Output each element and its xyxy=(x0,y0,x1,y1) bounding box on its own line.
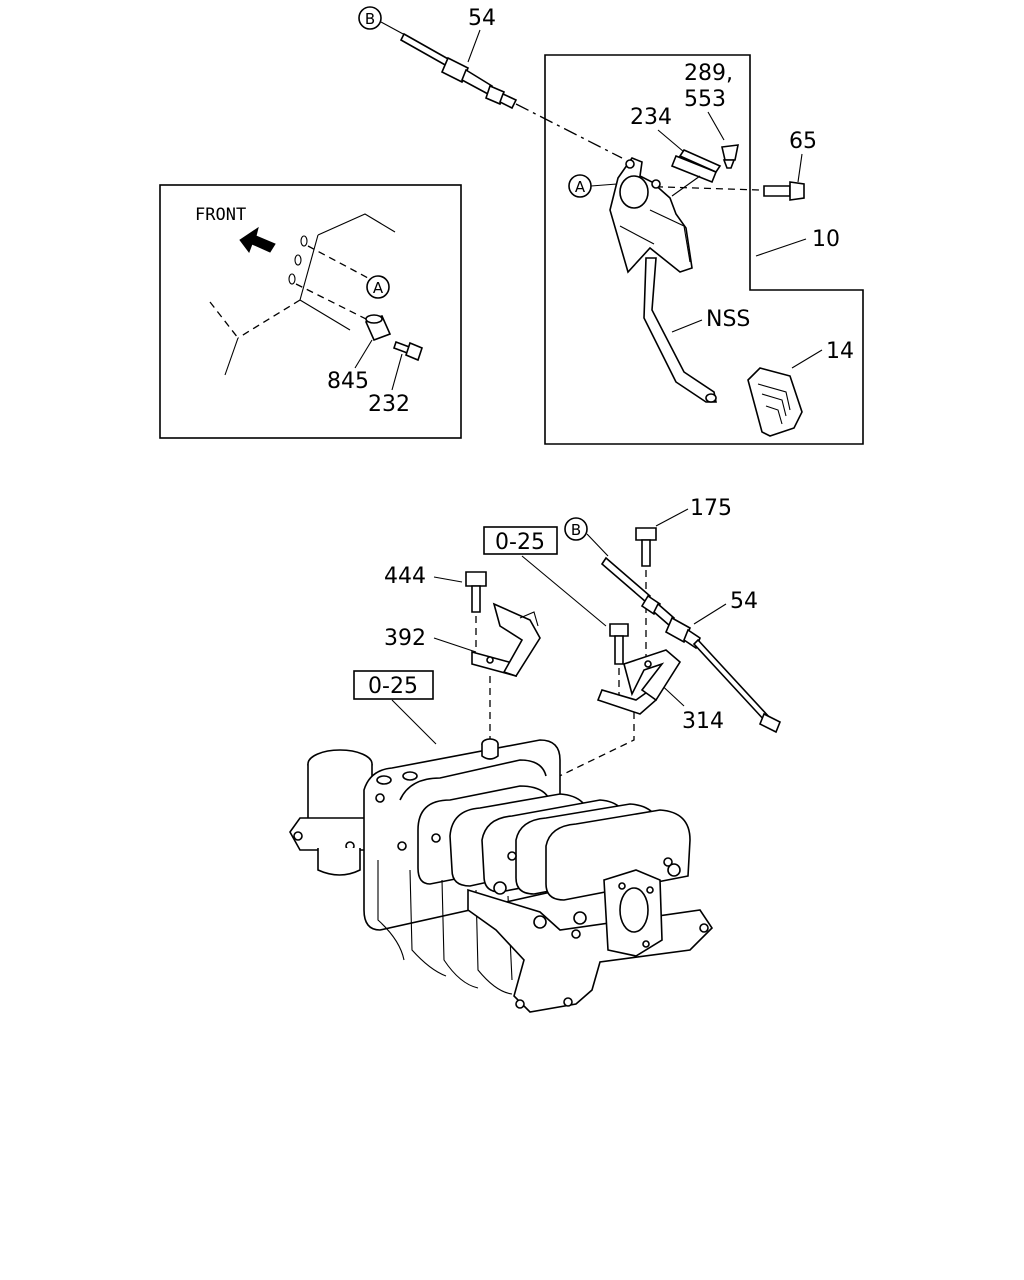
callout-444: 444 xyxy=(384,564,426,589)
bolt-65 xyxy=(763,185,791,197)
pedal-pad-14 xyxy=(747,367,803,437)
callout-025-upper-box xyxy=(483,526,558,555)
intake-manifold xyxy=(289,738,714,1013)
pedal-ref-a-label: A xyxy=(575,178,586,196)
ref-b-label: B xyxy=(365,10,375,28)
front-label: FRONT xyxy=(195,205,246,225)
callout-175: 175 xyxy=(690,496,732,521)
pedal-assembly-box: A 289, 553 234 65 10 NSS 14 xyxy=(544,54,864,445)
inset-ref-a-label: A xyxy=(373,279,384,297)
pedal-box-frame xyxy=(544,54,864,445)
callout-14: 14 xyxy=(826,339,854,364)
callout-025-lower-box xyxy=(353,670,434,700)
callout-65: 65 xyxy=(789,129,817,154)
callout-025-upper: 0-25 xyxy=(495,530,545,555)
inset-front-detail: FRONT A 845 232 xyxy=(159,184,462,439)
inset-ref-a-circle xyxy=(366,275,390,299)
bolt-175 xyxy=(635,527,657,541)
callout-289: 289, xyxy=(684,61,733,86)
callout-845: 845 xyxy=(327,369,369,394)
clip-289-553 xyxy=(721,144,740,161)
pedal-bracket xyxy=(609,157,693,274)
top-cable-assembly: B 54 xyxy=(358,6,623,159)
inset-frame xyxy=(159,184,462,439)
ref-b-circle xyxy=(358,6,382,30)
manifold-ref-b-circle xyxy=(564,517,588,541)
callout-54-manifold: 54 xyxy=(730,589,758,614)
bolt-444 xyxy=(465,571,487,587)
callout-10: 10 xyxy=(812,227,840,252)
manifold-ref-b-label: B xyxy=(571,521,581,539)
callout-nss: NSS xyxy=(706,307,750,332)
bolt-025-upper xyxy=(609,623,629,637)
callout-234: 234 xyxy=(630,105,672,130)
front-arrow-icon xyxy=(239,226,276,254)
callout-54-top: 54 xyxy=(468,6,496,31)
callout-553: 553 xyxy=(684,87,726,112)
callout-232: 232 xyxy=(368,392,410,417)
manifold-section: B 175 0-25 444 392 0-25 54 314 xyxy=(289,496,782,1013)
callout-025-lower: 0-25 xyxy=(368,674,418,699)
callout-314: 314 xyxy=(682,709,724,734)
callout-392: 392 xyxy=(384,626,426,651)
